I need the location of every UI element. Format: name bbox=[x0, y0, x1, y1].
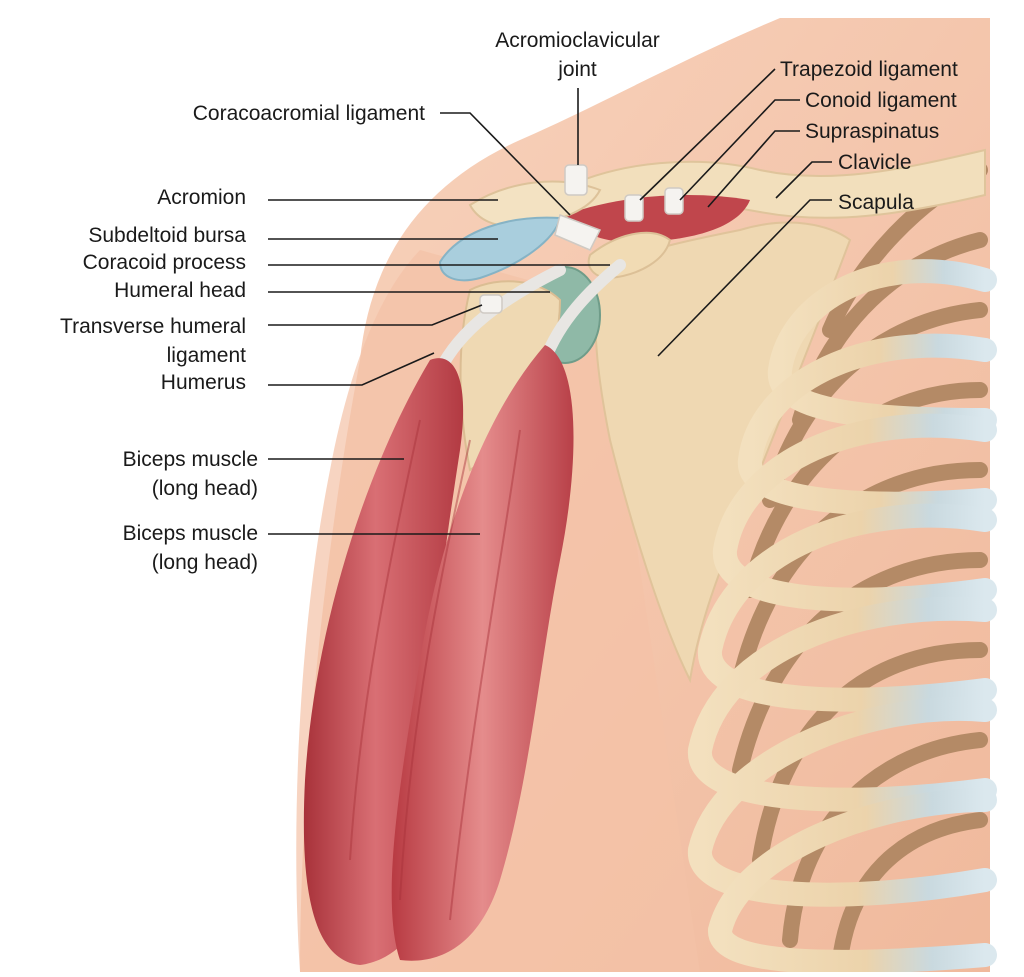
label-conoid-ligament: Conoid ligament bbox=[805, 86, 957, 115]
label-coracoacromial-ligament: Coracoacromial ligament bbox=[100, 99, 425, 128]
label-humerus: Humerus bbox=[60, 368, 246, 397]
label-coracoid-process: Coracoid process bbox=[20, 248, 246, 277]
label-trapezoid-ligament: Trapezoid ligament bbox=[780, 55, 958, 84]
label-subdeltoid-bursa: Subdeltoid bursa bbox=[20, 221, 246, 250]
label-acromioclavicular-joint: Acromioclavicular joint bbox=[470, 26, 685, 84]
label-supraspinatus: Supraspinatus bbox=[805, 117, 939, 146]
label-biceps-long-head-2: Biceps muscle (long head) bbox=[40, 519, 258, 577]
label-transverse-humeral-ligament: Transverse humeral ligament bbox=[10, 312, 246, 370]
label-biceps-long-head-1: Biceps muscle (long head) bbox=[40, 445, 258, 503]
label-scapula: Scapula bbox=[838, 188, 914, 217]
label-humeral-head: Humeral head bbox=[20, 276, 246, 305]
label-clavicle: Clavicle bbox=[838, 148, 912, 177]
label-acromion: Acromion bbox=[60, 183, 246, 212]
